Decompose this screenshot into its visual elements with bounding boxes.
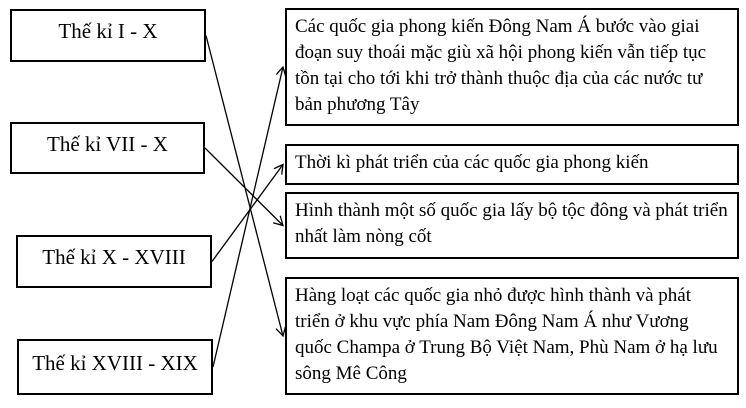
description-box-1: Các quốc gia phong kiến Đông Nam Á bước … [285, 8, 739, 126]
period-box-2: Thế kỉ VII - X [10, 122, 205, 174]
period-box-3: Thế kỉ X - XVIII [16, 235, 212, 288]
description-text-1: Các quốc gia phong kiến Đông Nam Á bước … [295, 16, 707, 115]
description-text-3: Hình thành một số quốc gia lấy bộ tộc đô… [295, 200, 728, 247]
connector-line [211, 165, 283, 262]
period-label-1: Thế kỉ I - X [58, 19, 158, 43]
description-box-2: Thời kì phát triển của các quốc gia phon… [285, 144, 739, 185]
period-box-4: Thế kỉ XVIII - XIX [17, 339, 213, 395]
description-box-4: Hàng loạt các quốc gia nhỏ được hình thà… [285, 277, 739, 395]
description-text-4: Hàng loạt các quốc gia nhỏ được hình thà… [295, 285, 718, 384]
connector-line [204, 147, 283, 226]
period-label-2: Thế kỉ VII - X [47, 131, 168, 156]
period-label-4: Thế kỉ XVIII - XIX [32, 350, 198, 375]
period-label-3: Thế kỉ X - XVIII [42, 245, 186, 269]
description-box-3: Hình thành một số quốc gia lấy bộ tộc đô… [285, 192, 739, 259]
connector-line [212, 67, 283, 368]
period-box-1: Thế kỉ I - X [10, 9, 206, 62]
connector-line [205, 35, 283, 337]
description-text-2: Thời kì phát triển của các quốc gia phon… [295, 152, 649, 173]
